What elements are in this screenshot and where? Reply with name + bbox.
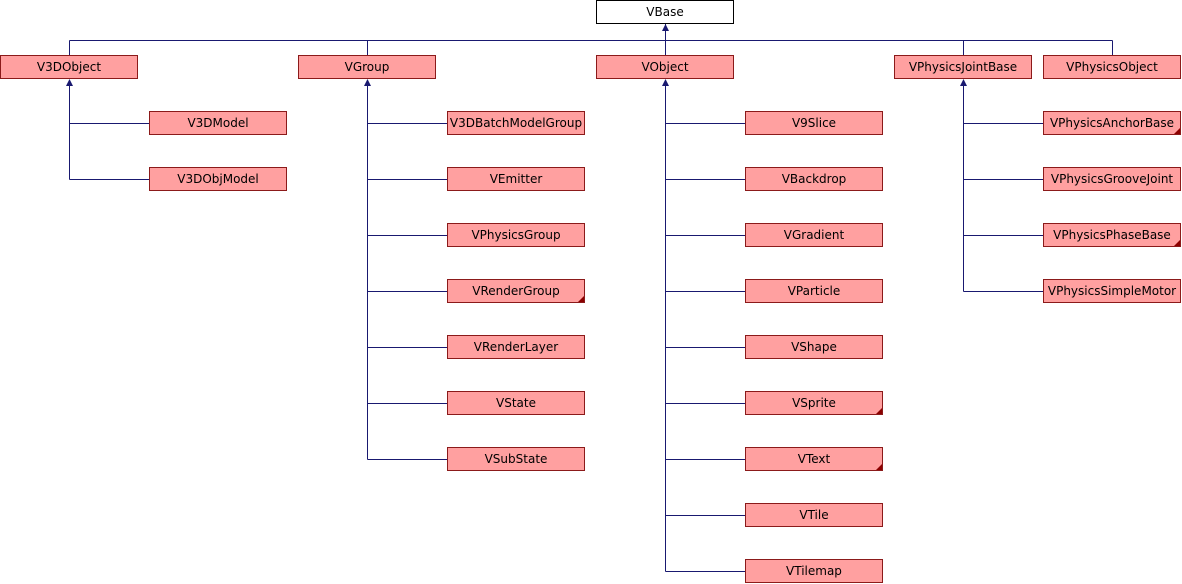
node-vtext[interactable]: VText: [745, 447, 883, 471]
arrowhead-vobject-icon: [662, 79, 669, 86]
more-indicator-icon: [876, 464, 882, 470]
arrowhead-v3dobject-icon: [66, 79, 73, 86]
node-vrendergroup[interactable]: VRenderGroup: [447, 279, 585, 303]
arrowhead-vphysicsjointbase-icon: [960, 79, 967, 86]
node-vgroup[interactable]: VGroup: [298, 55, 436, 79]
node-vphysicsgroovejoint[interactable]: VPhysicsGrooveJoint: [1043, 167, 1181, 191]
more-indicator-icon: [1174, 240, 1180, 246]
node-vphysicssimplemotor[interactable]: VPhysicsSimpleMotor: [1043, 279, 1181, 303]
node-v3dmodel[interactable]: V3DModel: [149, 111, 287, 135]
node-vobject[interactable]: VObject: [596, 55, 734, 79]
node-vrenderlayer[interactable]: VRenderLayer: [447, 335, 585, 359]
more-indicator-icon: [1174, 128, 1180, 134]
node-vbackdrop[interactable]: VBackdrop: [745, 167, 883, 191]
node-vemitter[interactable]: VEmitter: [447, 167, 585, 191]
more-indicator-icon: [578, 296, 584, 302]
node-vsprite[interactable]: VSprite: [745, 391, 883, 415]
root-arrowhead-icon: [662, 24, 669, 31]
arrowhead-vgroup-icon: [364, 79, 371, 86]
node-vparticle[interactable]: VParticle: [745, 279, 883, 303]
node-vphysicsphasebase[interactable]: VPhysicsPhaseBase: [1043, 223, 1181, 247]
node-vshape[interactable]: VShape: [745, 335, 883, 359]
node-v3dobjmodel[interactable]: V3DObjModel: [149, 167, 287, 191]
node-vtilemap[interactable]: VTilemap: [745, 559, 883, 583]
node-vphysicsjointbase[interactable]: VPhysicsJointBase: [894, 55, 1032, 79]
node-v3dbatchmodelgroup[interactable]: V3DBatchModelGroup: [447, 111, 585, 135]
node-vphysicsanchorbase[interactable]: VPhysicsAnchorBase: [1043, 111, 1181, 135]
node-vphysicsgroup[interactable]: VPhysicsGroup: [447, 223, 585, 247]
node-vgradient[interactable]: VGradient: [745, 223, 883, 247]
node-vtile[interactable]: VTile: [745, 503, 883, 527]
node-vbase[interactable]: VBase: [596, 0, 734, 24]
node-vsubstate[interactable]: VSubState: [447, 447, 585, 471]
node-v9slice[interactable]: V9Slice: [745, 111, 883, 135]
more-indicator-icon: [876, 408, 882, 414]
node-v3dobject[interactable]: V3DObject: [0, 55, 138, 79]
node-vphysicsobject[interactable]: VPhysicsObject: [1043, 55, 1181, 79]
node-vstate[interactable]: VState: [447, 391, 585, 415]
